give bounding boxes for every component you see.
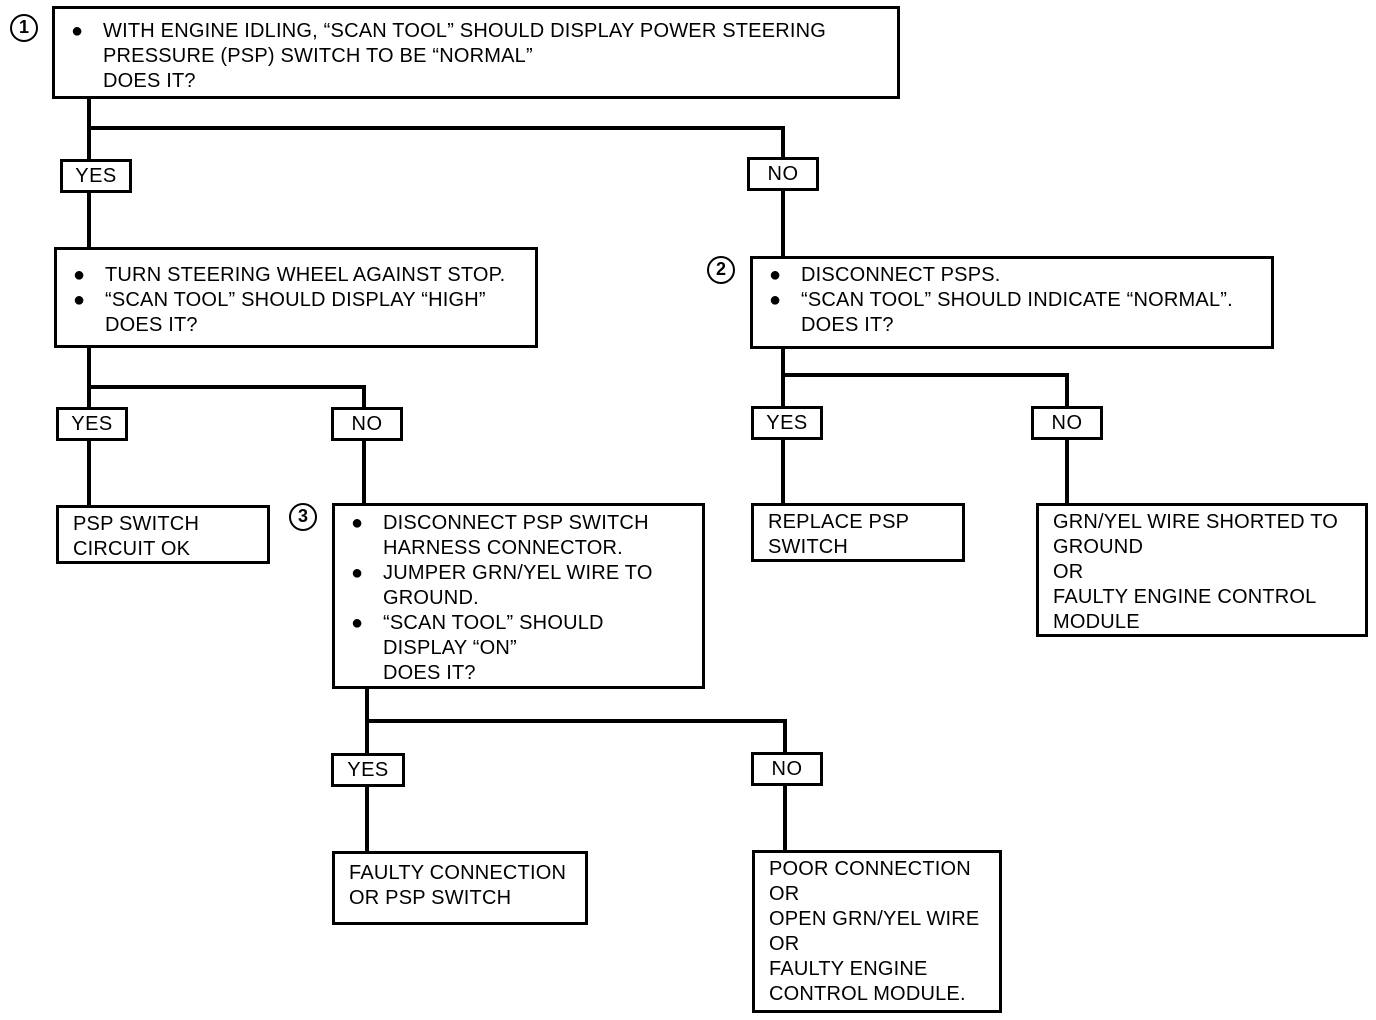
step-3-bullet-3: ● “SCAN TOOL” SHOULD DISPLAY “ON” DOES I… — [335, 611, 702, 686]
step-3-bullet-2: ● JUMPER GRN/YEL WIRE TO GROUND. — [335, 561, 702, 611]
step-2-bullet-2: ● “SCAN TOOL” SHOULD INDICATE “NORMAL”. … — [753, 288, 1271, 338]
bullet-icon: ● — [73, 264, 86, 286]
step-2-yes-label: YES — [751, 406, 823, 440]
result-text: CONTROL MODULE. — [769, 983, 966, 1005]
result-text: FAULTY ENGINE CONTROL — [1053, 586, 1317, 608]
bullet-icon: ● — [73, 289, 86, 311]
step-3-text: “SCAN TOOL” SHOULD — [383, 612, 604, 634]
step-2-text: “SCAN TOOL” SHOULD INDICATE “NORMAL”. — [801, 289, 1233, 311]
step-1-question: DOES IT? — [103, 70, 196, 92]
step-2-text: DISCONNECT PSPS. — [801, 264, 1001, 286]
step-3-number-icon: 3 — [289, 503, 317, 531]
result-text: REPLACE PSP — [768, 511, 910, 533]
psp-switch-circuit-ok-result: PSP SWITCH CIRCUIT OK — [56, 505, 270, 564]
step-2-box: ● DISCONNECT PSPS. ● “SCAN TOOL” SHOULD … — [750, 256, 1274, 349]
step-3-yes-label: YES — [331, 753, 405, 787]
bullet-icon: ● — [769, 289, 782, 311]
bullet-icon: ● — [769, 264, 782, 286]
step-3-bullet-1: ● DISCONNECT PSP SWITCH HARNESS CONNECTO… — [335, 511, 702, 561]
grn-yel-shorted-result: GRN/YEL WIRE SHORTED TO GROUND OR FAULTY… — [1036, 503, 1368, 637]
result-text: MODULE — [1053, 611, 1140, 633]
result-text: CIRCUIT OK — [73, 538, 191, 560]
step-2-number-icon: 2 — [707, 256, 735, 284]
step-1-yes-label: YES — [60, 159, 132, 193]
result-text: OR — [1053, 561, 1084, 583]
step-3-question: DOES IT? — [383, 662, 476, 684]
step-2-no-label: NO — [1031, 406, 1103, 440]
step-1-text-line: WITH ENGINE IDLING, “SCAN TOOL” SHOULD D… — [103, 20, 827, 42]
step-3-text: HARNESS CONNECTOR. — [383, 537, 623, 559]
step-1-number-icon: 1 — [10, 14, 38, 42]
replace-psp-switch-result: REPLACE PSP SWITCH — [751, 503, 965, 562]
result-text: FAULTY CONNECTION — [349, 862, 567, 884]
step-2-bullet-1: ● DISCONNECT PSPS. — [753, 263, 1271, 288]
steering-check-text: TURN STEERING WHEEL AGAINST STOP. — [105, 264, 506, 286]
step-3-text: DISPLAY “ON” — [383, 637, 517, 659]
step-1-text-line: PRESSURE (PSP) SWITCH TO BE “NORMAL” — [103, 45, 533, 67]
result-text: OR — [769, 883, 800, 905]
result-text: OR PSP SWITCH — [349, 887, 512, 909]
step-1-box: ● WITH ENGINE IDLING, “SCAN TOOL” SHOULD… — [52, 6, 900, 99]
step-3-text: GROUND. — [383, 587, 479, 609]
result-text: POOR CONNECTION — [769, 858, 971, 880]
step-1-no-label: NO — [747, 157, 819, 191]
result-text: GRN/YEL WIRE SHORTED TO — [1053, 511, 1339, 533]
result-text: OR — [769, 933, 800, 955]
step-3-no-label: NO — [751, 752, 823, 786]
steering-no-label: NO — [331, 407, 403, 441]
result-text: FAULTY ENGINE — [769, 958, 928, 980]
steering-check-bullet-1: ● TURN STEERING WHEEL AGAINST STOP. — [57, 263, 535, 288]
bullet-icon: ● — [351, 512, 364, 534]
bullet-icon: ● — [351, 612, 364, 634]
step-3-text: JUMPER GRN/YEL WIRE TO — [383, 562, 653, 584]
result-text: GROUND — [1053, 536, 1144, 558]
bullet-icon: ● — [351, 562, 364, 584]
steering-check-question: DOES IT? — [105, 314, 198, 336]
result-text: SWITCH — [768, 536, 849, 558]
poor-connection-result: POOR CONNECTION OR OPEN GRN/YEL WIRE OR … — [752, 850, 1002, 1013]
result-text: PSP SWITCH — [73, 513, 200, 535]
steering-check-text: “SCAN TOOL” SHOULD DISPLAY “HIGH” — [105, 289, 486, 311]
result-text: OPEN GRN/YEL WIRE — [769, 908, 980, 930]
steering-check-bullet-2: ● “SCAN TOOL” SHOULD DISPLAY “HIGH” DOES… — [57, 288, 535, 338]
step-2-question: DOES IT? — [801, 314, 894, 336]
faulty-connection-result: FAULTY CONNECTION OR PSP SWITCH — [332, 851, 588, 925]
steering-check-box: ● TURN STEERING WHEEL AGAINST STOP. ● “S… — [54, 247, 538, 348]
step-1-bullet-1: ● WITH ENGINE IDLING, “SCAN TOOL” SHOULD… — [55, 19, 897, 94]
bullet-icon: ● — [71, 20, 84, 42]
step-3-text: DISCONNECT PSP SWITCH — [383, 512, 649, 534]
step-3-box: ● DISCONNECT PSP SWITCH HARNESS CONNECTO… — [332, 503, 705, 689]
steering-yes-label: YES — [56, 407, 128, 441]
